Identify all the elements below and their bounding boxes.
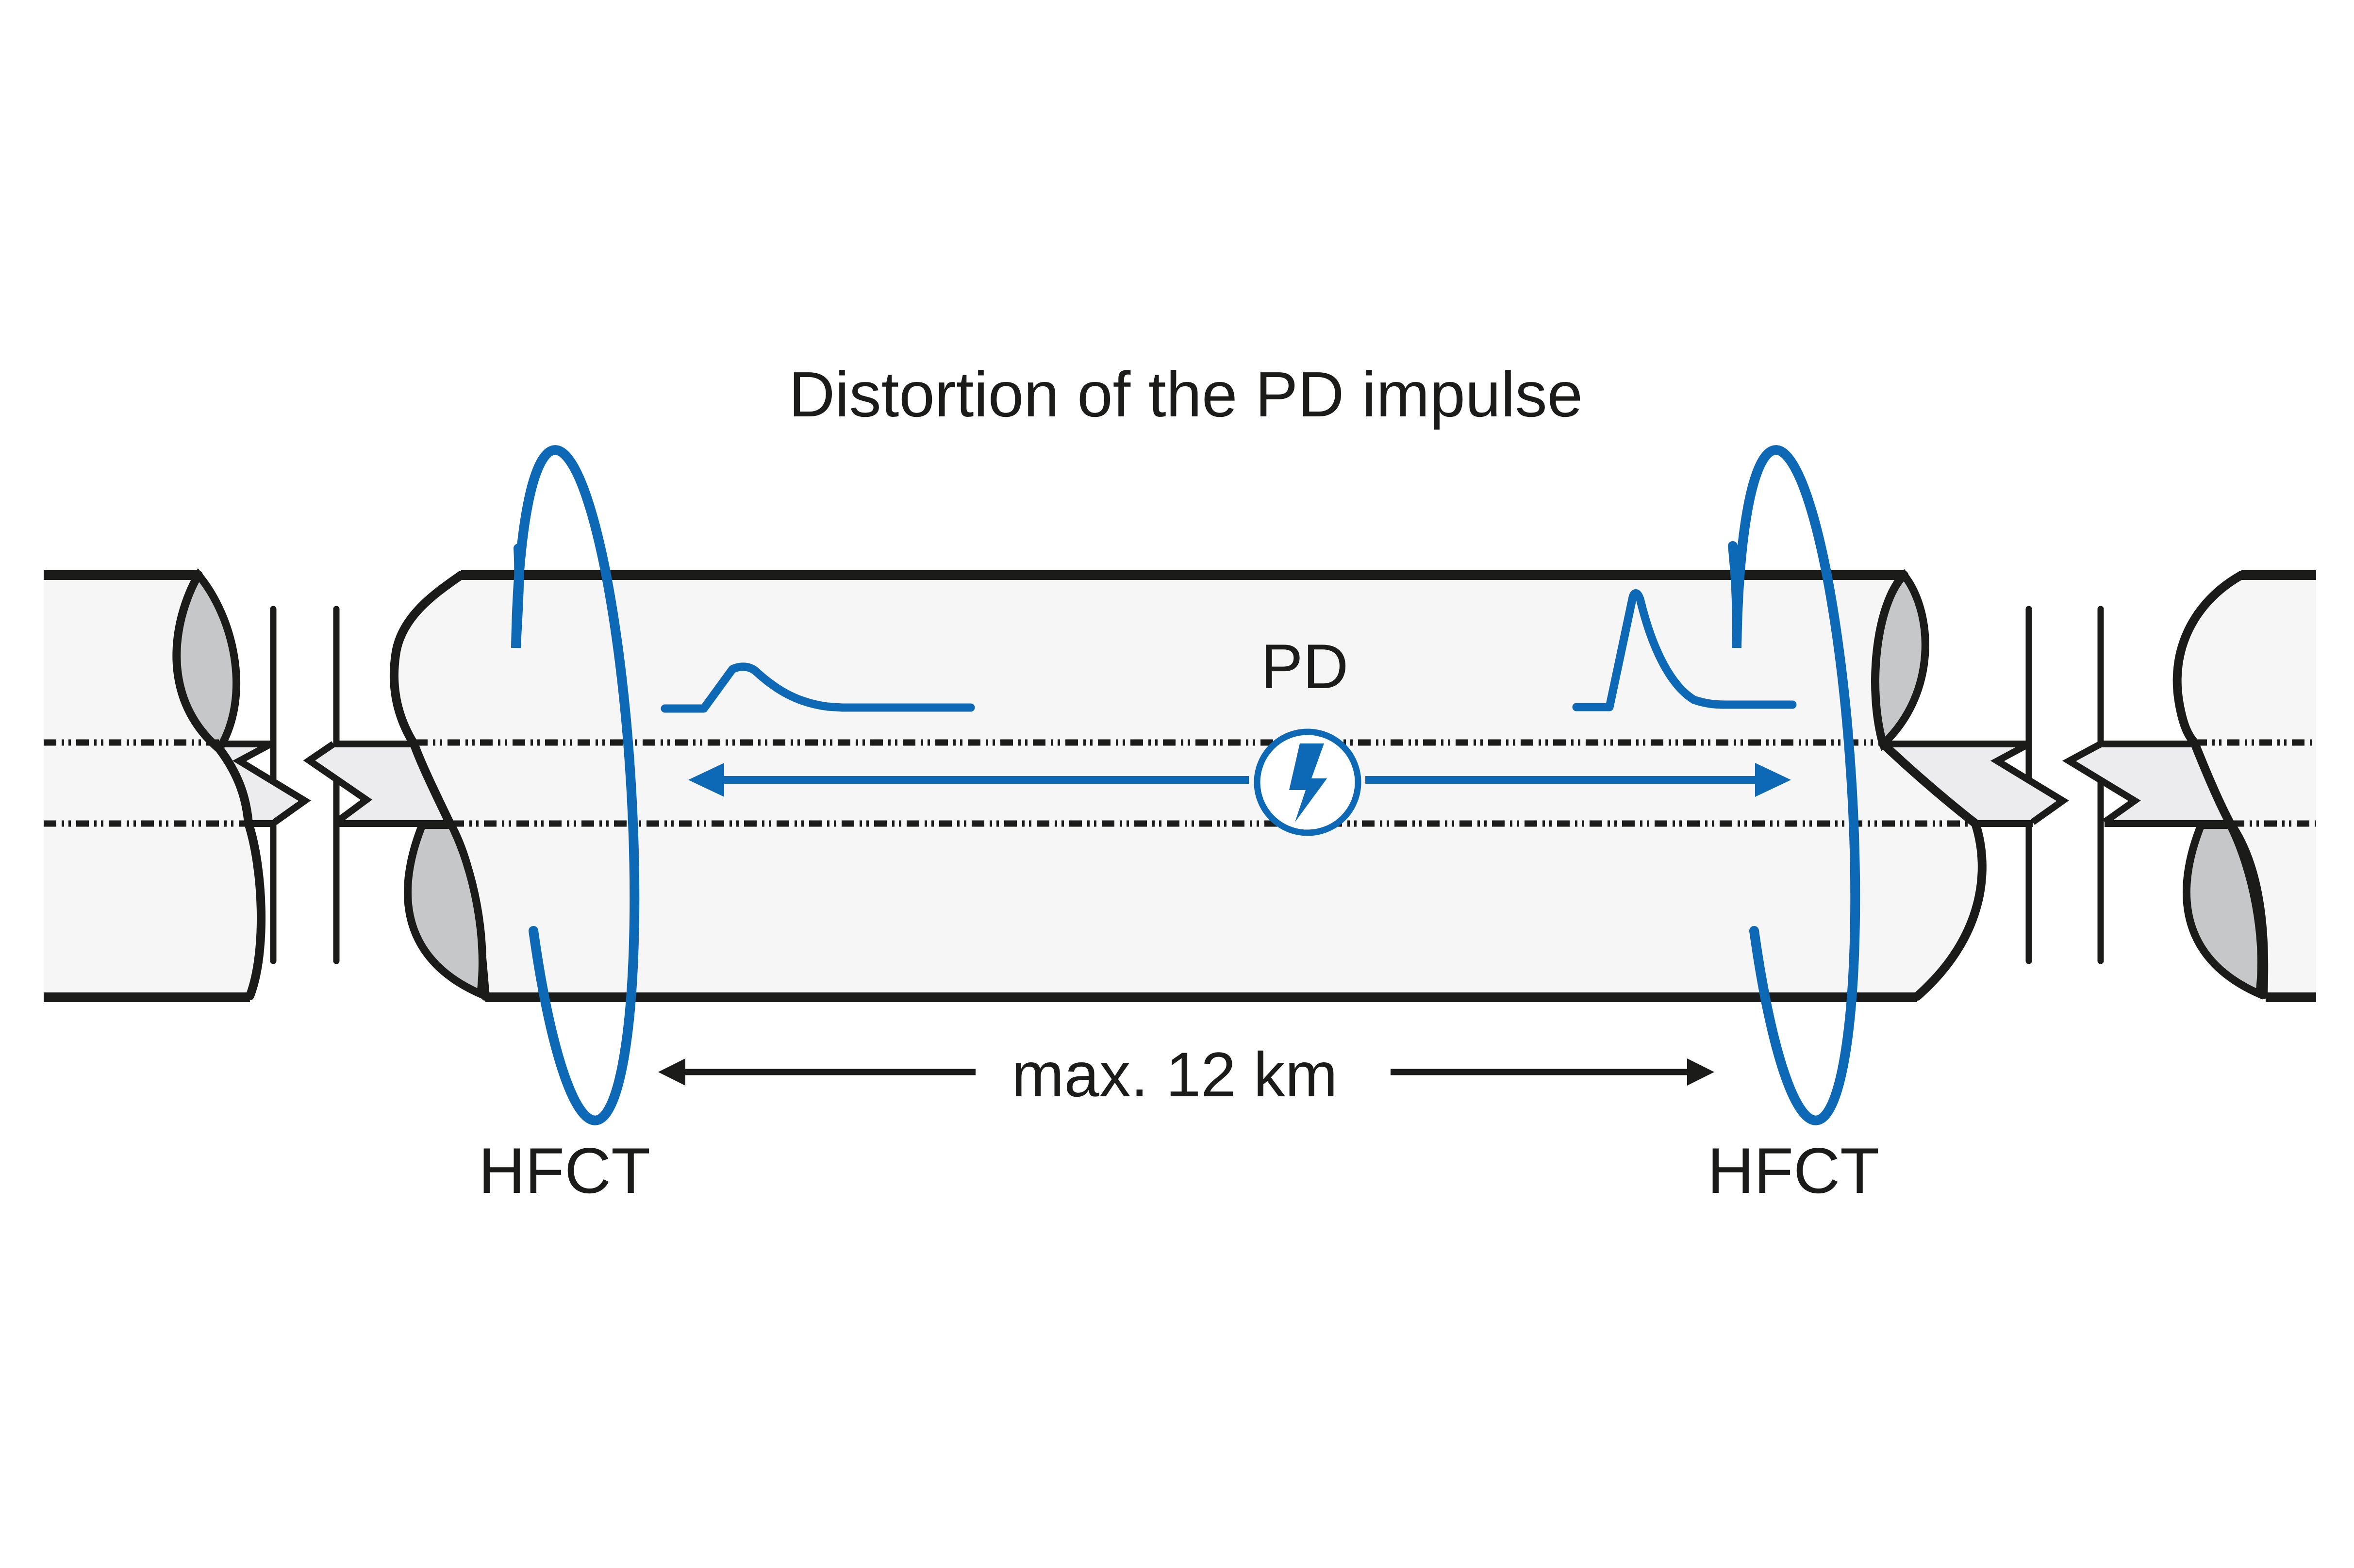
hfct-coil-left xyxy=(511,445,640,1125)
conductor-edges xyxy=(219,741,2232,827)
cut-face-leaf xyxy=(2182,821,2265,1000)
waveforms xyxy=(661,589,1797,713)
hfct-coil-right xyxy=(1728,445,1860,1125)
cable-right-stub xyxy=(2177,575,2316,997)
zigzag-tear xyxy=(232,741,311,825)
distance-arrowhead-right xyxy=(1687,1058,1714,1086)
cut-face-leaf xyxy=(173,568,240,755)
cut-face-leaf xyxy=(403,821,486,1000)
diagram-title: Distortion of the PD impulse xyxy=(789,359,1583,430)
centerlines xyxy=(44,739,2316,827)
conductor-piece xyxy=(1882,744,2063,822)
attenuated-pulse xyxy=(661,662,975,713)
lightning-bolt-icon xyxy=(1289,743,1327,822)
zigzag-tear xyxy=(303,741,373,825)
zigzag-tear xyxy=(1990,741,2069,825)
cut-faces xyxy=(173,568,2265,1000)
cable-left-stub xyxy=(44,575,262,997)
propagation-arrows xyxy=(688,763,1791,797)
hfct-sensors xyxy=(511,445,1860,1125)
distance-arrow xyxy=(658,1058,1714,1086)
pd-source xyxy=(1254,728,1361,836)
conductor-edge xyxy=(219,741,2232,827)
conductor-piece xyxy=(2069,744,2233,822)
distance-label: max. 12 km xyxy=(1011,1039,1338,1110)
hfct-label-right: HFCT xyxy=(1707,1135,1880,1207)
sharp-pulse xyxy=(1572,589,1797,711)
zigzag-tear xyxy=(2062,741,2141,825)
propagation-arrowhead-left xyxy=(688,763,724,797)
hfct-label-left: HFCT xyxy=(479,1135,651,1207)
cable-main-section xyxy=(394,575,1982,997)
distance-arrowhead-left xyxy=(658,1058,685,1086)
propagation-arrowhead-right xyxy=(1755,763,1791,797)
pd-label: PD xyxy=(1261,631,1349,702)
